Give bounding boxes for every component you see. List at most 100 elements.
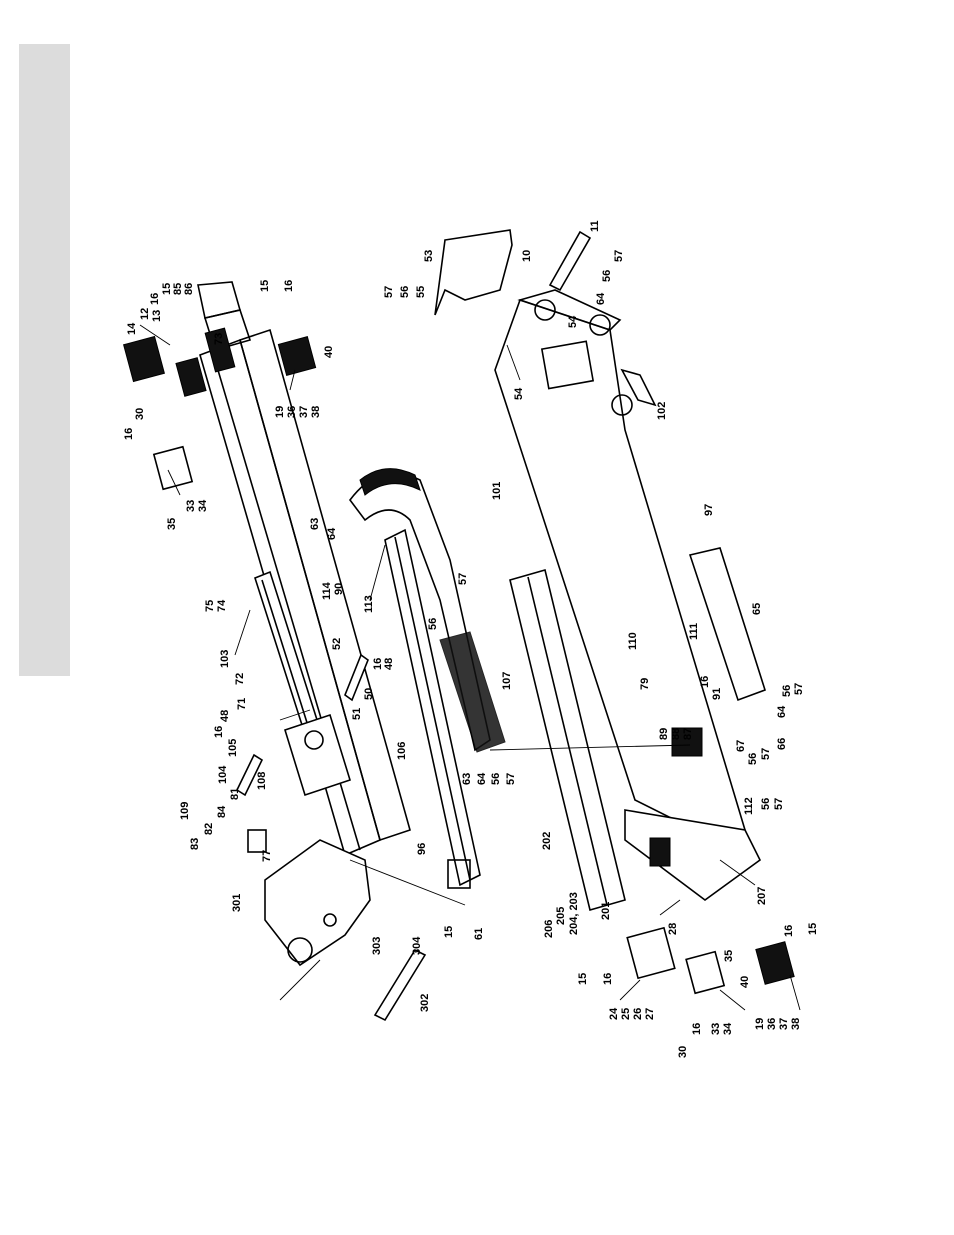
cable-carrier-assembly — [348, 468, 506, 889]
callout-16g: 16 — [602, 973, 614, 985]
callout-34: 34 — [197, 499, 209, 512]
callout-111: 111 — [688, 623, 700, 640]
callout-16c: 16 — [123, 428, 135, 440]
callout-88: 88 — [670, 728, 682, 740]
callout-79: 79 — [639, 678, 651, 690]
callout-77: 77 — [261, 850, 273, 862]
callout-labels: 14 12 13 16 15 85 86 73 15 16 40 19 36 3… — [123, 220, 819, 1058]
callout-82: 82 — [203, 823, 215, 835]
callout-56d: 56 — [601, 270, 613, 282]
callout-33b: 33 — [710, 1023, 722, 1035]
callout-97: 97 — [703, 504, 715, 516]
callout-12: 12 — [139, 308, 151, 320]
upper-arm-assembly — [123, 281, 427, 1022]
callout-108: 108 — [256, 772, 268, 790]
callout-56e: 56 — [781, 685, 793, 697]
callout-113: 113 — [363, 595, 375, 613]
callout-57c: 57 — [383, 286, 395, 298]
callout-202: 202 — [541, 832, 553, 850]
callout-10: 10 — [521, 250, 533, 262]
callout-105: 105 — [227, 739, 239, 757]
base-boom-assembly — [434, 229, 795, 995]
callout-66: 66 — [776, 738, 788, 750]
callout-48: 48 — [383, 658, 395, 670]
callout-106: 106 — [396, 742, 408, 760]
callout-109: 109 — [179, 802, 191, 820]
callout-48b: 48 — [219, 710, 231, 722]
callout-33: 33 — [185, 500, 197, 512]
callout-15c: 15 — [443, 926, 455, 938]
callout-101: 101 — [491, 482, 503, 500]
callout-56a: 56 — [427, 618, 439, 630]
callout-25: 25 — [620, 1008, 632, 1020]
callout-53: 53 — [423, 250, 435, 262]
callout-57e: 57 — [793, 683, 805, 695]
callout-56c: 56 — [399, 286, 411, 298]
callout-16e: 16 — [213, 726, 225, 738]
callout-63b: 63 — [461, 773, 473, 785]
callout-56b: 56 — [490, 773, 502, 785]
callout-64c: 64 — [595, 292, 607, 305]
callout-30: 30 — [134, 408, 146, 420]
callout-64: 64 — [326, 527, 338, 540]
callout-89: 89 — [658, 728, 670, 740]
callout-65: 65 — [751, 603, 763, 615]
callout-90: 90 — [333, 583, 345, 595]
callout-38: 38 — [310, 406, 322, 418]
callout-64d: 64 — [776, 705, 788, 718]
callout-72: 72 — [234, 673, 246, 685]
callout-35b: 35 — [723, 950, 735, 962]
callout-26: 26 — [632, 1008, 644, 1020]
callout-54b: 54 — [513, 387, 525, 400]
callout-15b: 15 — [259, 280, 271, 292]
callout-102: 102 — [656, 402, 668, 420]
callout-19b: 19 — [754, 1018, 766, 1030]
callout-206: 206 — [543, 920, 555, 938]
callout-37b: 37 — [778, 1018, 790, 1030]
callout-201: 201 — [600, 902, 612, 920]
callout-19: 19 — [274, 406, 286, 418]
callout-28: 28 — [667, 923, 679, 935]
callout-52: 52 — [331, 638, 343, 650]
callout-51: 51 — [351, 708, 363, 720]
callout-96: 96 — [416, 843, 428, 855]
callout-71: 71 — [236, 698, 248, 710]
callout-73: 73 — [213, 333, 225, 345]
callout-36b: 36 — [766, 1018, 778, 1030]
callout-75: 75 — [204, 600, 216, 612]
callout-16f: 16 — [699, 676, 711, 688]
callout-56f: 56 — [747, 753, 759, 765]
callout-16d: 16 — [372, 658, 384, 670]
callout-114: 114 — [321, 581, 333, 600]
callout-54a: 54 — [567, 315, 579, 328]
page-side-tab — [19, 44, 70, 676]
callout-86: 86 — [183, 283, 195, 295]
callout-14: 14 — [126, 322, 138, 335]
callout-57b: 57 — [505, 773, 517, 785]
callout-40: 40 — [323, 346, 335, 358]
callout-74: 74 — [216, 599, 228, 612]
callout-84: 84 — [216, 805, 228, 818]
callout-57a: 57 — [457, 573, 469, 585]
callout-85: 85 — [172, 283, 184, 295]
callout-57d: 57 — [613, 250, 625, 262]
callout-205: 205 — [555, 907, 567, 925]
callout-103: 103 — [219, 650, 231, 668]
callout-91: 91 — [711, 688, 723, 700]
callout-304: 304 — [411, 936, 423, 955]
callout-207: 207 — [756, 887, 768, 905]
callout-13: 13 — [151, 310, 163, 322]
callout-16h: 16 — [783, 925, 795, 937]
callout-63: 63 — [309, 518, 321, 530]
callout-40b: 40 — [739, 976, 751, 988]
callout-83: 83 — [189, 838, 201, 850]
callout-15d: 15 — [577, 973, 589, 985]
callout-107: 107 — [501, 672, 513, 690]
callout-301: 301 — [231, 894, 243, 912]
callout-110: 110 — [627, 632, 639, 650]
callout-56g: 56 — [760, 798, 772, 810]
callout-67: 67 — [735, 740, 747, 752]
callout-303: 303 — [371, 937, 383, 955]
callout-37: 37 — [298, 406, 310, 418]
